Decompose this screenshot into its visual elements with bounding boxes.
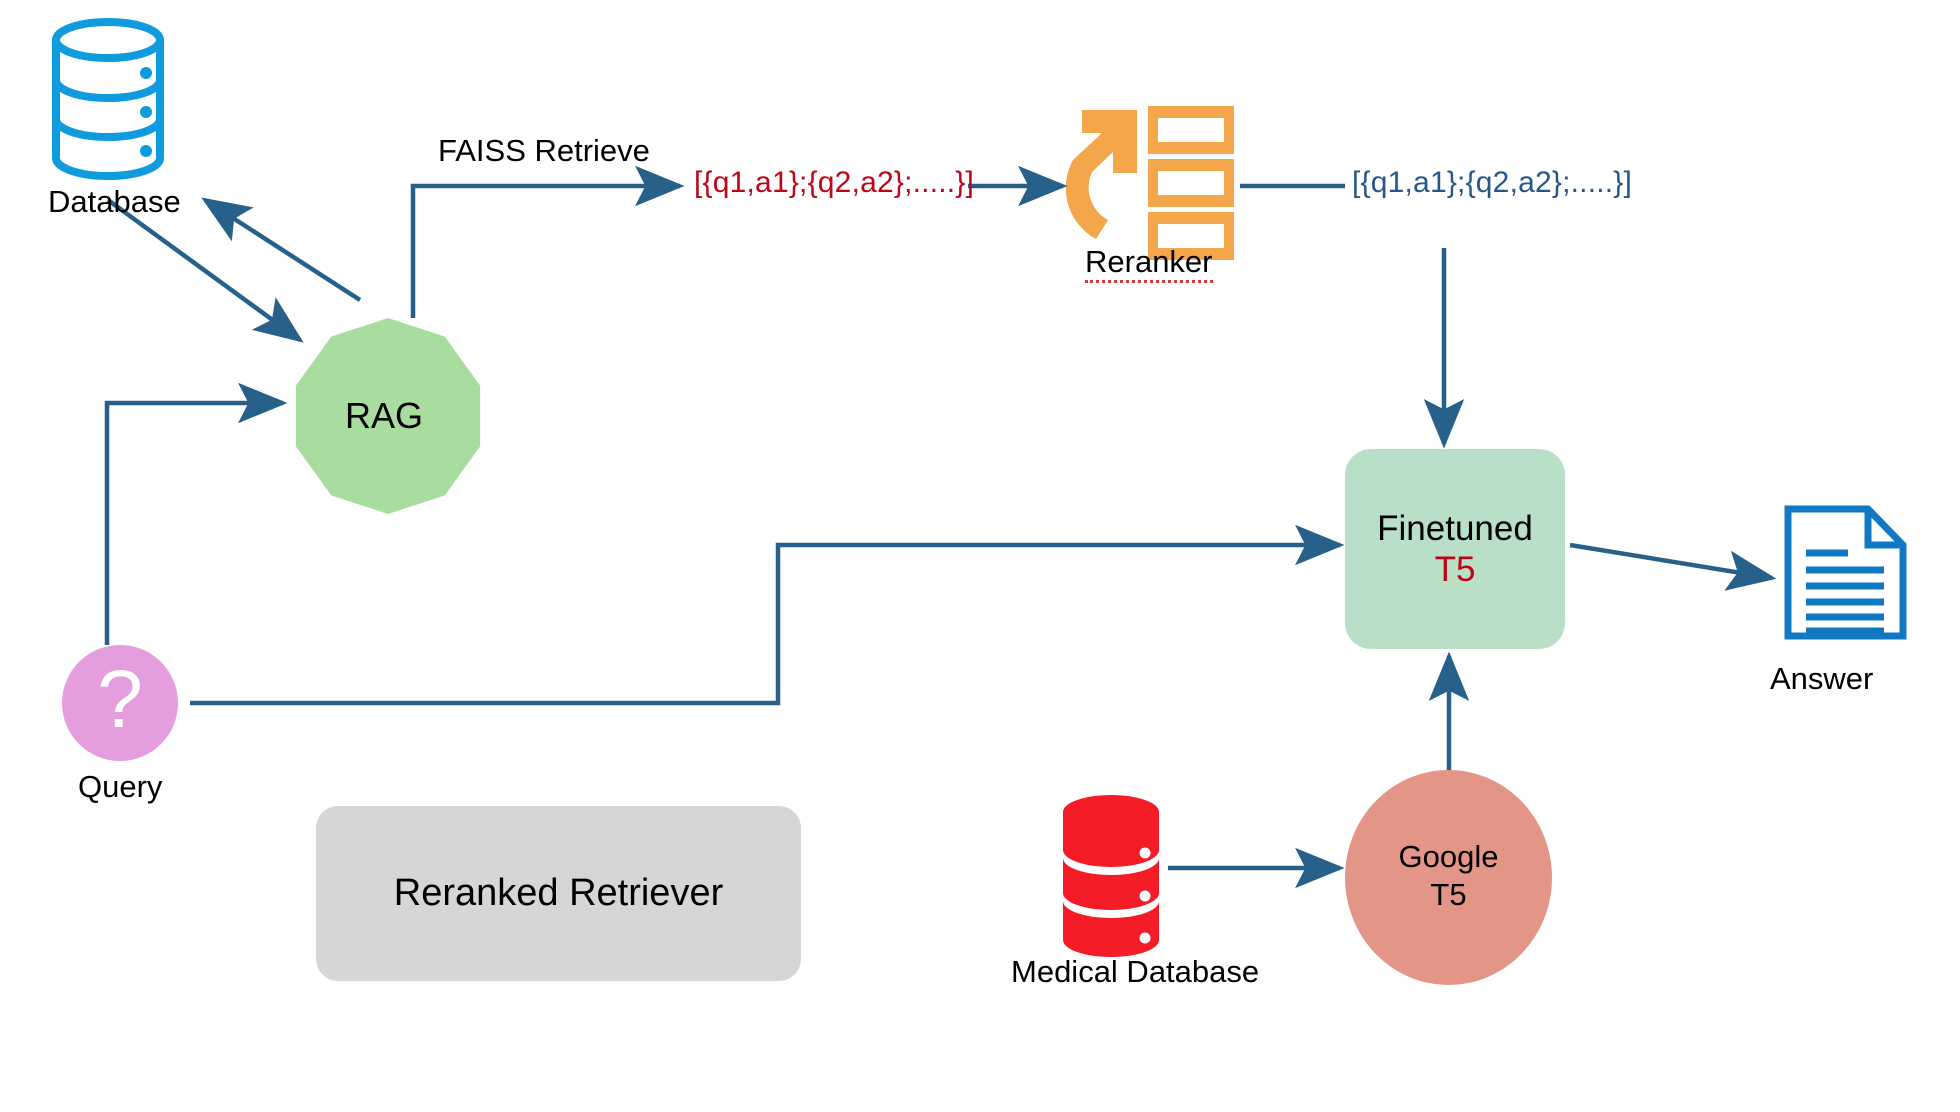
legend-reranked-retriever: Reranked Retriever	[316, 806, 801, 981]
node-rag[interactable]	[295, 318, 481, 514]
edge-rag-to-database	[201, 197, 362, 302]
edge-query-to-finetuned-t5	[190, 524, 1345, 706]
rag-label: RAG	[345, 395, 424, 436]
retrieved-pairs-text: [{q1,a1};{q2,a2};.....}]	[694, 166, 975, 199]
medical-database-cylinder-icon	[1063, 795, 1159, 957]
legend-label: Reranked Retriever	[393, 872, 724, 914]
edge-database-to-rag	[106, 198, 304, 343]
google-t5-line1: Google	[1398, 839, 1499, 874]
reranker-label-text: Reranker	[1085, 244, 1213, 283]
reranker-icon	[1065, 106, 1234, 260]
document-icon	[1784, 505, 1907, 640]
edge-query-to-rag	[104, 382, 288, 645]
reranker-label: Reranker	[1085, 244, 1213, 283]
edge-finetuned-t5-to-answer	[1569, 542, 1777, 591]
faiss-retrieve-label: FAISS Retrieve	[438, 133, 650, 168]
medical-database-label: Medical Database	[1011, 954, 1260, 989]
finetuned-t5-line2: T5	[1434, 550, 1476, 590]
google-t5-label: Google T5	[1345, 838, 1552, 914]
finetuned-t5-line1: Finetuned	[1377, 509, 1533, 548]
question-mark-icon: ?	[97, 654, 143, 745]
edge-rag-faiss-retrieve	[410, 165, 685, 318]
google-t5-line2: T5	[1430, 876, 1467, 912]
query-label: Query	[78, 769, 163, 804]
database-cylinder-icon	[52, 18, 164, 180]
reranked-pairs-text: [{q1,a1};{q2,a2};.....}]	[1352, 166, 1633, 199]
answer-label: Answer	[1770, 661, 1874, 696]
node-google-t5[interactable]	[1345, 770, 1552, 985]
node-finetuned-t5[interactable]	[1345, 449, 1565, 649]
node-query[interactable]: ?	[62, 645, 178, 761]
database-label: Database	[48, 184, 181, 219]
finetuned-t5-label: Finetuned T5	[1345, 508, 1565, 591]
